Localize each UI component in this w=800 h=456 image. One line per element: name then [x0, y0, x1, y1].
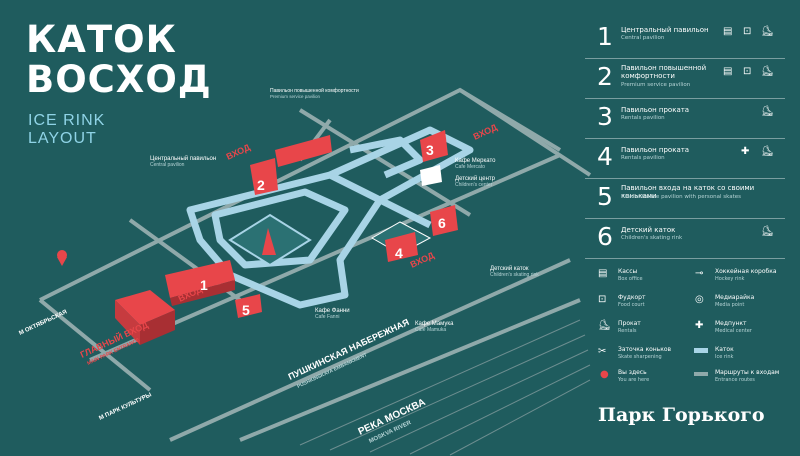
pavilion-ru: Центральный павильон [621, 26, 709, 34]
pavilion-en: Central pavilion [621, 35, 665, 41]
cafe-mamuka-label-en: Cafe Mamuka [415, 327, 446, 333]
pavilion-item-5: 5 Павильон входа на каток со своими конь… [585, 180, 785, 219]
cafe-fanni-label-en: Cafe Fanni [315, 314, 339, 320]
pavilion-number-4: 4 [395, 245, 403, 261]
pavilion-number-2: 2 [257, 177, 265, 193]
pavilion-item-3: 3 Павильон проката Rentals pavilion ⛸ [585, 100, 785, 139]
pavilion-num: 4 [597, 142, 613, 171]
kids-rink-label-en: Children's skating rink [490, 272, 539, 278]
kids-center-label: Детский центр [455, 175, 496, 182]
subtitle-line2: LAYOUT [28, 130, 97, 147]
pavilion-en: Premium service pavilion [621, 82, 691, 88]
pavilion-ru: Павильон проката [621, 106, 690, 114]
hockey-icon: ⊸ [695, 268, 704, 279]
page-subtitle: ICE RINK LAYOUT [28, 112, 105, 148]
medical-icon: ✚ [695, 320, 704, 331]
embankment-label: ПУШКИНСКАЯ НАБЕРЕЖНАЯ [287, 317, 411, 382]
central-pavilion-label: Центральный павильон [150, 155, 216, 162]
entrance-label-3: ВХОД [472, 122, 500, 142]
cafe-mamuka-label: Кафе Мамука [415, 321, 454, 327]
pavilion-item-2: 2 Павильон повышенной комфортности Premi… [585, 60, 785, 99]
pavilion-number-5: 5 [242, 302, 250, 318]
pavilion-ru: Павильон входа на каток со своими конька… [621, 184, 755, 200]
pavilion-numbers: 1 2 3 4 5 6 [200, 142, 446, 318]
skate-icon: ⛸ [761, 106, 774, 117]
pavilion-num: 3 [597, 102, 613, 131]
tree-icon [262, 228, 276, 255]
brand-logo: Парк Горького [598, 404, 765, 426]
pavilion-num: 2 [597, 62, 613, 91]
page-title: КАТОК ВОСХОД [26, 20, 212, 100]
pavilion-en: Children's skating rink [621, 235, 683, 241]
media-icon: ◎ [695, 294, 704, 305]
pavilion-number-6: 6 [438, 215, 446, 231]
skate-icon: ⛸ [761, 26, 774, 37]
pavilion-num: 1 [597, 22, 613, 51]
cafe-merkato-label: Кафе Меркато [455, 158, 496, 164]
pavilion-ru: Павильон проката [621, 146, 690, 154]
metro-oktyabrskaya-label: М ОКТЯБРЬСКАЯ [18, 309, 68, 336]
metro-park-kultury-label: М ПАРК КУЛЬТУРЫ [98, 392, 152, 422]
food-icon: ⊡ [743, 26, 752, 37]
food-icon: ⊡ [598, 294, 607, 305]
route-icon [694, 372, 708, 376]
main-entrance-building [115, 290, 175, 345]
pin-icon: ● [600, 369, 609, 380]
premium-pavilion-label-en: Premium service pavilion [270, 94, 321, 99]
pavilion-ru: Павильон повышенной комфортности [621, 64, 707, 80]
skate-icon: ⛸ [761, 146, 774, 157]
pavilion-item-1: 1 Центральный павильон Central pavilion … [585, 20, 785, 59]
ticket-icon: ▤ [723, 26, 733, 37]
skate-icon: ⛸ [598, 320, 611, 331]
kids-center-label-en: Children's center [455, 182, 493, 188]
subtitle-line1: ICE RINK [28, 112, 106, 129]
medical-icon: ✚ [741, 146, 750, 157]
ticket-icon: ▤ [723, 66, 733, 77]
kids-rink-label: Детский каток [490, 265, 529, 272]
pavilion-en: Rentals pavilion [621, 155, 665, 161]
central-pavilion-label-en: Central pavilion [150, 162, 185, 168]
sharpen-icon: ✂ [598, 346, 607, 357]
pavilion-en: Rentals pavilion [621, 115, 665, 121]
rink-icon [694, 348, 708, 353]
pavilions [165, 130, 458, 318]
cafe-merkato-label-en: Cafe Mercato [455, 164, 485, 170]
title-line2: ВОСХОД [26, 58, 212, 101]
pavilion-num: 5 [597, 182, 613, 211]
cafe-fanni-label: Кафе Фанни [315, 308, 350, 314]
skate-icon: ⛸ [761, 66, 774, 77]
ticket-icon: ▤ [598, 268, 608, 279]
pavilion-number-3: 3 [426, 142, 434, 158]
food-icon: ⊡ [743, 66, 752, 77]
pavilion-ru: Детский каток [621, 226, 676, 234]
you-are-here-pin-icon [57, 250, 67, 266]
pavilion-en: Rink entrance pavilion with personal ska… [621, 194, 742, 200]
pavilion-num: 6 [597, 222, 613, 251]
title-line1: КАТОК [26, 18, 177, 61]
entrance-label-2: ВХОД [225, 142, 253, 162]
skate-icon: ⛸ [761, 226, 774, 237]
pavilion-item-6: 6 Детский каток Children's skating rink … [585, 220, 785, 259]
pavilion-number-1: 1 [200, 277, 208, 293]
pavilion-item-4: 4 Павильон проката Rentals pavilion ✚ ⛸ [585, 140, 785, 179]
river-lines [299, 319, 591, 456]
premium-pavilion-label: Павильон повышенной комфортности [270, 87, 359, 94]
